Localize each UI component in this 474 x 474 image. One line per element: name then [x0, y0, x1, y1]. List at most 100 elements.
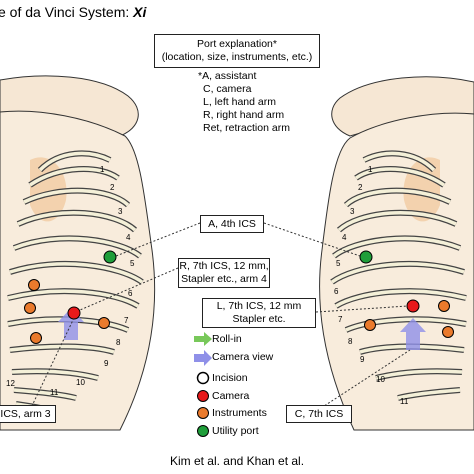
right-rib-inner-7 — [335, 289, 467, 308]
right-instrument-port-2 — [438, 300, 450, 312]
leader-l — [315, 305, 409, 313]
left-rib-inner-6 — [9, 262, 144, 284]
callout-r: R, 7th ICS, 12 mm, Stapler etc., arm 4 — [178, 258, 270, 288]
callout-left-bottom-text: ICS, arm 3 — [0, 408, 51, 420]
port-explanation-item-3: R, right hand arm — [203, 109, 285, 121]
left-rib-inner-2 — [29, 167, 120, 187]
left-rib-num: 2 — [110, 183, 115, 192]
left-rib-inner-11 — [13, 388, 77, 400]
port-explanation-item-2: L, left hand arm — [203, 96, 276, 108]
right-rib-inner-1 — [363, 151, 436, 172]
callout-l-line1: L, 7th ICS, 12 mm — [216, 300, 302, 312]
right-rib-numbers: 1 2 3 4 5 6 7 8 9 10 11 — [334, 165, 409, 406]
left-utility-port — [103, 250, 117, 264]
title-prefix: e of da Vinci System: — [0, 4, 134, 20]
right-camera-port — [406, 299, 420, 313]
right-utility-port — [359, 250, 373, 264]
left-rib-num: 8 — [116, 338, 121, 347]
right-rib-inner-10 — [375, 369, 463, 380]
right-rib-num: 4 — [342, 233, 347, 242]
right-rib-num: 2 — [358, 183, 363, 192]
left-rib-numbers: 1 2 3 4 5 6 7 8 9 10 11 12 — [6, 165, 135, 397]
left-rib-num: 7 — [124, 316, 129, 325]
left-instrument-port-4 — [30, 332, 42, 344]
right-rib-num: 8 — [348, 337, 353, 346]
legend-camera-symbol — [197, 390, 209, 402]
right-rib-inner-5 — [332, 236, 461, 258]
right-rib-inner-11 — [397, 388, 461, 400]
title-system: Xi — [133, 4, 147, 20]
right-instrument-port-3 — [442, 326, 454, 338]
left-rib-inner-7 — [7, 289, 139, 308]
legend-symbols — [194, 332, 212, 437]
callout-r-line1: R, 7th ICS, 12 mm, — [179, 260, 269, 272]
left-rib-inner-4 — [17, 210, 137, 232]
left-instrument-port-1 — [28, 279, 40, 291]
left-rib-inner-10 — [11, 369, 99, 380]
right-rib-inner-2 — [354, 167, 445, 187]
right-rib-num: 7 — [338, 315, 343, 324]
legend-incision-label: Incision — [212, 372, 248, 384]
port-explanation-subheading: (location, size, instruments, etc.) — [161, 51, 313, 63]
left-rib-num: 3 — [118, 207, 123, 216]
left-rib-num: 9 — [104, 359, 109, 368]
right-rib-num: 6 — [334, 287, 339, 296]
left-patient — [0, 75, 156, 431]
left-rib-num: 1 — [100, 165, 105, 174]
callout-l: L, 7th ICS, 12 mm Stapler etc. — [202, 298, 316, 328]
right-roll-in-arrow — [400, 318, 426, 350]
leader-a-right — [263, 222, 361, 257]
callout-c-text: C, 7th ICS — [294, 408, 344, 420]
callout-left-bottom: ICS, arm 3 — [0, 405, 56, 423]
leader-r — [79, 267, 179, 311]
left-rib-inner-1 — [38, 151, 111, 172]
callout-c: C, 7th ICS — [286, 405, 352, 423]
legend-camera-label: Camera — [212, 390, 250, 402]
legend-camera-view-arrow — [194, 350, 212, 366]
left-rib-num: 11 — [50, 388, 59, 397]
left-rib-num: 5 — [130, 259, 135, 268]
port-explanation-heading: Port explanation* — [197, 38, 277, 50]
left-rib-num: 4 — [126, 233, 131, 242]
right-instrument-port-1 — [364, 319, 376, 331]
left-rib-inner-9 — [9, 344, 115, 354]
right-rib-num: 11 — [400, 397, 409, 406]
left-rib-num: 6 — [128, 289, 133, 298]
right-rib-inner-6 — [330, 262, 465, 284]
figure-title: e of da Vinci System: Xi — [0, 4, 146, 20]
right-rib-num: 10 — [376, 375, 385, 384]
right-rib-inner-8 — [345, 317, 467, 332]
right-rib-inner-3 — [344, 188, 451, 207]
callout-a: A, 4th ICS — [200, 215, 264, 233]
right-rib-num: 9 — [360, 355, 365, 364]
legend-roll-in-label: Roll-in — [212, 333, 242, 345]
legend-roll-in-arrow — [194, 332, 212, 346]
left-camera-port — [67, 306, 81, 320]
left-rib-num: 10 — [76, 378, 85, 387]
right-rib-num: 3 — [350, 207, 355, 216]
leader-lines — [29, 222, 411, 411]
legend-utility-symbol — [197, 425, 209, 437]
legend-instruments-label: Instruments — [212, 407, 267, 419]
port-explanation-item-1: C, camera — [203, 83, 252, 95]
leader-a-left — [115, 222, 201, 257]
right-rib-num: 5 — [336, 259, 341, 268]
leader-left-bottom — [29, 317, 75, 411]
left-instrument-port-3 — [98, 317, 110, 329]
left-rib-inner-5 — [13, 236, 142, 258]
left-rib-inner-3 — [23, 188, 130, 207]
port-explanation-item-0: *A, assistant — [198, 70, 257, 82]
right-rib-num: 1 — [368, 165, 373, 174]
legend-incision-symbol — [196, 371, 210, 385]
legend-instruments-symbol — [197, 407, 209, 419]
figure-credit: Kim et al. and Khan et al. — [169, 454, 305, 468]
left-instrument-port-2 — [24, 302, 36, 314]
callout-r-line2: Stapler etc., arm 4 — [181, 273, 267, 285]
left-rib-num: 12 — [6, 379, 15, 388]
right-skin-torso — [319, 112, 474, 431]
right-rib-inner-4 — [337, 210, 457, 232]
legend-camera-view-label: Camera view — [212, 351, 274, 363]
port-explanation-box: Port explanation* (location, size, instr… — [154, 34, 320, 68]
